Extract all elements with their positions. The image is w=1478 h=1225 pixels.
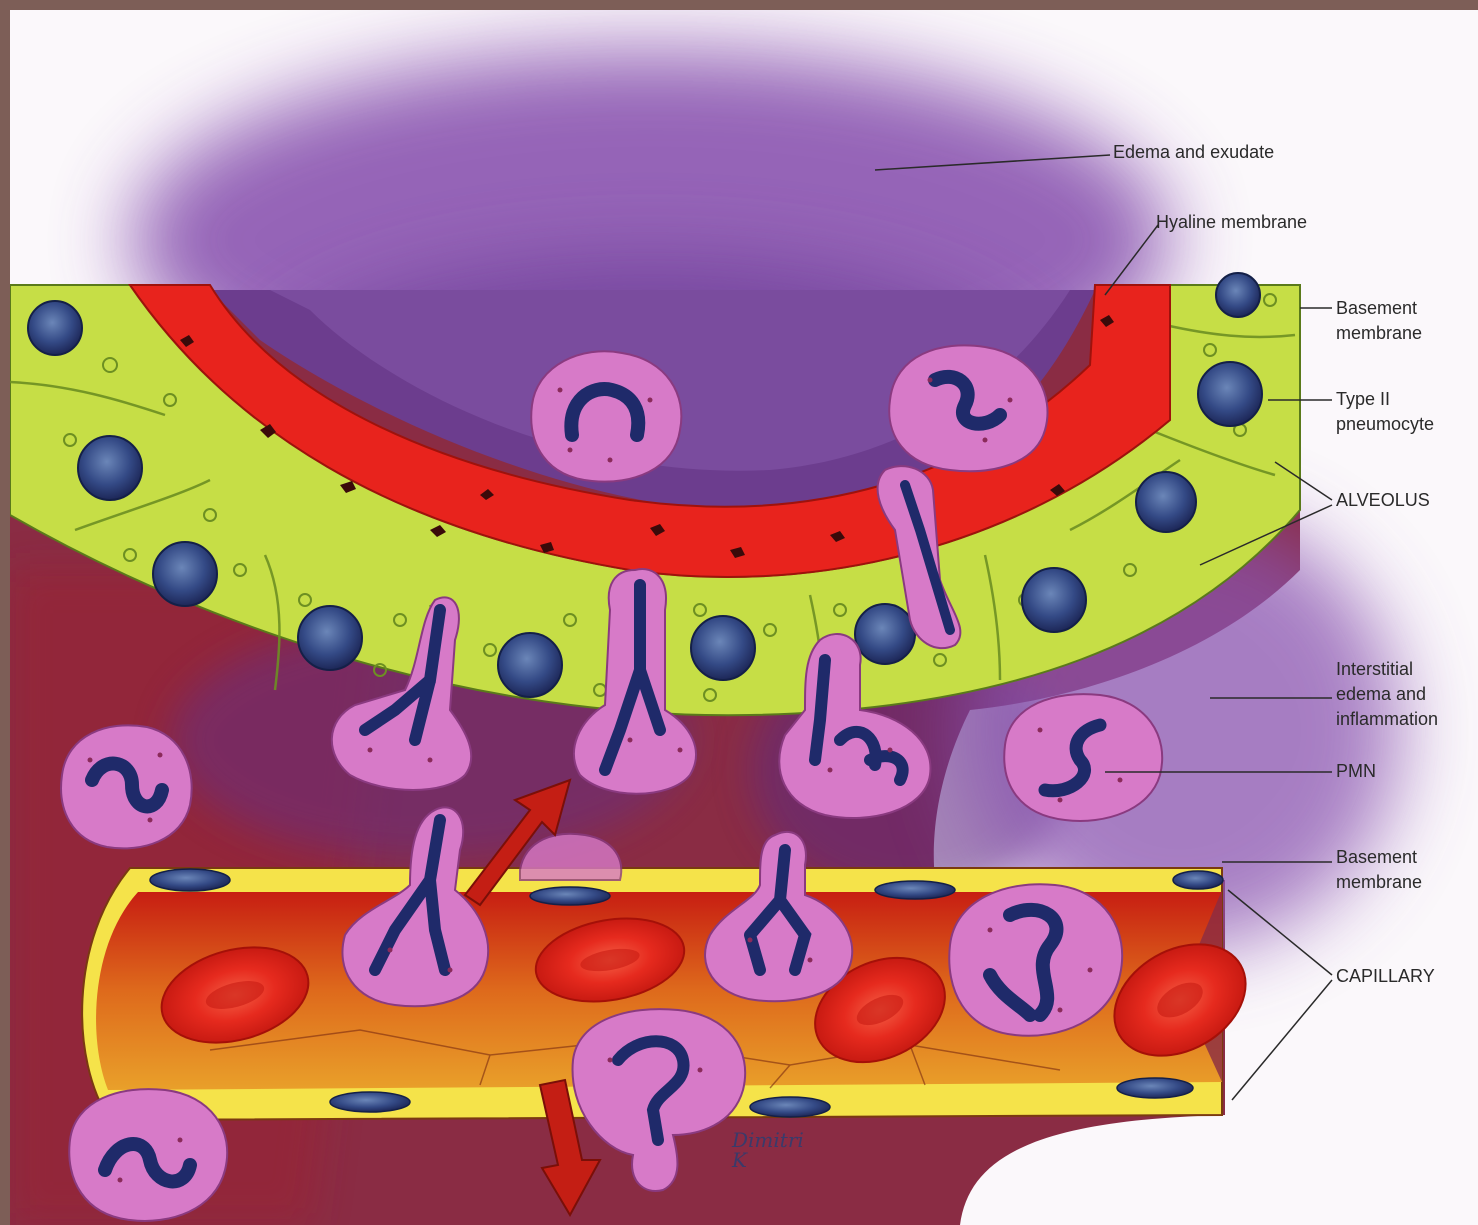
ards-illustration [10,10,1478,1225]
label-basement-membrane-capillary: Basement membrane [1336,845,1422,895]
diagram-canvas: Edema and exudate Hyaline membrane Basem… [10,10,1478,1225]
pmn [531,351,681,481]
label-interstitial-edema: Interstitial edema and inflammation [1336,657,1438,732]
label-basement-membrane-alveolar: Basement membrane [1336,296,1422,346]
label-edema-exudate: Edema and exudate [1113,140,1274,165]
pmn [1004,694,1162,821]
pmn [61,725,192,848]
pmn [949,884,1122,1036]
pmn [69,1089,227,1221]
label-type2-pneumocyte: Type II pneumocyte [1336,387,1434,437]
pmn [889,345,1047,471]
label-hyaline-membrane: Hyaline membrane [1156,210,1307,235]
label-capillary: CAPILLARY [1336,964,1435,989]
label-pmn: PMN [1336,759,1376,784]
label-alveolus: ALVEOLUS [1336,488,1430,513]
artist-signature: Dimitri K [732,1130,804,1170]
